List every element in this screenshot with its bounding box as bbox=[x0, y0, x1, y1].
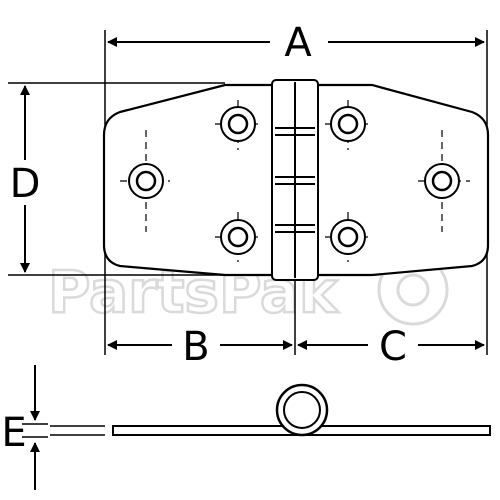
dimension-d-label: D bbox=[10, 161, 41, 207]
dimension-e-label: E bbox=[1, 410, 26, 456]
screw-hole bbox=[330, 219, 366, 255]
dimension-b: B bbox=[107, 324, 293, 370]
dimension-c: C bbox=[297, 324, 485, 370]
screw-hole bbox=[424, 163, 460, 199]
hinge-knuckle bbox=[271, 79, 319, 281]
dimension-c-label: C bbox=[379, 324, 407, 370]
screw-holes bbox=[128, 106, 460, 255]
screw-hole bbox=[330, 106, 366, 142]
dimension-a: A bbox=[107, 20, 485, 66]
screw-hole bbox=[220, 106, 256, 142]
dimension-d: D bbox=[10, 85, 41, 273]
screw-hole bbox=[128, 163, 164, 199]
side-view bbox=[112, 383, 491, 437]
dimension-b-label: B bbox=[182, 324, 209, 370]
dimension-a-label: A bbox=[284, 20, 312, 66]
screw-hole bbox=[220, 219, 256, 255]
dimension-e: E bbox=[1, 365, 105, 490]
